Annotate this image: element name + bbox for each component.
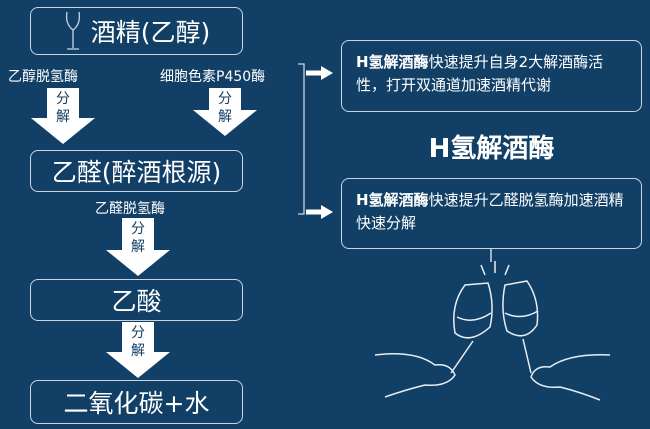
decompose-arrow-3: 分解 xyxy=(106,218,170,276)
info-box-dual-channel: H氢解酒酶快速提升自身2大解酒酶活性，打开双通道加速酒精代谢 xyxy=(341,40,642,112)
step-alcohol-label: 酒精(乙醇) xyxy=(90,18,211,47)
step-co2-water: 二氧化碳+水 xyxy=(30,380,243,424)
enzyme-aldh: 乙醛脱氢酶 xyxy=(95,201,165,217)
info-box-aldh: H氢解酒酶快速提升乙醛脱氢酶加速酒精快速分解 xyxy=(341,178,642,249)
step-acetic-acid: 乙酸 xyxy=(30,279,243,321)
decompose-arrow-1: 分解 xyxy=(31,88,95,146)
product-title: H氢解酒酶 xyxy=(428,134,555,164)
step-alcohol: 酒精(乙醇) xyxy=(30,7,243,55)
enzyme-adh: 乙醇脱氢酶 xyxy=(8,69,78,85)
decompose-arrow-4: 分解 xyxy=(106,322,170,378)
wine-glass-icon xyxy=(65,11,80,50)
enzyme-p450: 细胞色素P450酶 xyxy=(160,69,266,85)
cheers-illustration xyxy=(374,261,611,401)
decompose-arrow-2: 分解 xyxy=(193,88,257,138)
step-acetaldehyde: 乙醛(醉酒根源) xyxy=(30,150,243,192)
